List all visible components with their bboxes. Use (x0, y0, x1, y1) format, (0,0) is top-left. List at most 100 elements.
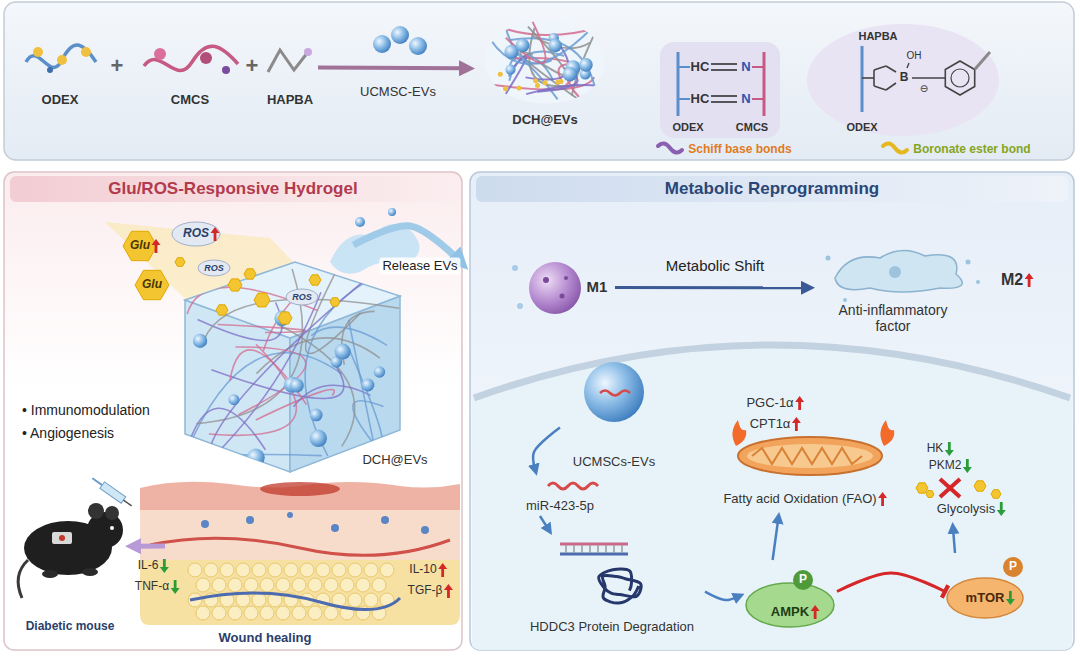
cell-illustration (517, 303, 523, 309)
mouse-figure (92, 478, 102, 485)
panel-heading: Glu/ROS-Responsive Hydrogel (108, 179, 357, 199)
hydrogel-network (535, 83, 540, 88)
cytokine-label: IL-6 (138, 559, 159, 573)
fat-tissue (196, 606, 210, 620)
skin-illustration (287, 512, 293, 518)
polymer-chain (391, 26, 409, 44)
node-label: PKM2 (929, 459, 962, 473)
hydrogel-network (263, 297, 295, 351)
glycolysis-block: HKPKM2Glycolysis (915, 440, 1040, 522)
hydrogel-network (579, 58, 593, 72)
mouse-figure (105, 506, 119, 520)
protein-coil (597, 545, 599, 553)
arrow-connector (136, 544, 165, 549)
stimulus-label: ROS (204, 263, 224, 273)
fat-tissue (252, 593, 266, 607)
cytokine-label: IL-10 (409, 563, 436, 577)
glucose-hexagon (278, 312, 292, 324)
mouse-figure (18, 560, 28, 598)
cell-illustration (512, 250, 1023, 627)
fat-tissue (292, 578, 306, 592)
hydrogel-network (533, 78, 538, 83)
trend-arrow (211, 227, 220, 241)
mouse-figure (52, 532, 72, 544)
ros-ellipse (172, 222, 318, 305)
inhibition-connector (837, 573, 945, 592)
cell-illustration (746, 583, 834, 627)
arrow-connector (318, 65, 464, 70)
polymer-name: ODEX (846, 121, 877, 134)
edge-label: Release EVs (379, 258, 460, 275)
ros-ellipse (198, 260, 230, 276)
polymer-chain (268, 50, 308, 72)
cell-illustration (738, 437, 882, 475)
cell-illustration (560, 294, 565, 299)
trend-arrow (171, 580, 180, 594)
hydrogel-network (247, 449, 265, 467)
node-label: DCH@EVs (362, 453, 427, 468)
fat-tissue (372, 578, 386, 592)
glucose-hexagon (926, 491, 934, 498)
boronate-bubble (873, 70, 875, 86)
trend-arrow (152, 227, 1034, 619)
hydrogel-network (185, 269, 399, 467)
hydrogel-network: DCH@EVs (475, 18, 615, 130)
fat-tissue (380, 563, 394, 577)
arrow-connector (615, 286, 805, 289)
cell-illustration (835, 250, 962, 292)
right-panel (476, 176, 1068, 202)
trend-arrow (152, 239, 161, 253)
hydrogel-network (516, 39, 530, 53)
glucose-hexagon (330, 298, 340, 307)
fat-tissue (252, 563, 266, 577)
schiff-base-bubble (658, 143, 682, 152)
hydrogel-network (187, 287, 317, 314)
fat-tissue (150, 538, 450, 555)
kinase-protein: PAMPK (745, 560, 837, 630)
boronate-bubble (861, 46, 864, 112)
node-label: HAPBA (267, 93, 313, 108)
bond-caption: Boronate ester bond (913, 143, 1030, 157)
trend-arrow (963, 459, 972, 473)
cell-illustration (940, 479, 960, 497)
left-panel (10, 176, 456, 202)
left-panel (4, 172, 462, 650)
cell-illustration (793, 570, 813, 590)
hydrogel-network (311, 327, 387, 345)
trend-arrow (997, 502, 1006, 516)
protein-coil (581, 545, 583, 553)
cell-illustration (564, 276, 568, 280)
mouse-figure (90, 475, 134, 509)
glucose-hexagon (254, 293, 270, 307)
skin-illustration (260, 482, 340, 496)
protein-coil (573, 545, 575, 553)
polymer-name: ODEX (672, 121, 703, 134)
hydrogel-network (374, 366, 385, 377)
glucose-hexagon (123, 231, 157, 260)
hydrogel-cube (355, 217, 365, 227)
polymer-chain (304, 48, 312, 56)
fat-tissue (244, 606, 258, 620)
mouse-figure (110, 526, 114, 530)
fat-tissue (348, 593, 362, 607)
arrow-connector (705, 592, 737, 600)
schiff-base-bubble (763, 52, 766, 116)
stimulus-label: ROS (292, 292, 312, 302)
skin-illustration (421, 526, 429, 534)
hydrogel-cube: DCH@EVs (175, 245, 430, 475)
hydrogel-network (528, 27, 567, 76)
hydrogel-network (215, 292, 321, 455)
polymer-name: HAPBA (858, 30, 897, 43)
node-label: CMCS (171, 93, 209, 108)
mouse-figure (88, 503, 104, 519)
polymer-chain (154, 48, 166, 60)
fat-tissue (308, 606, 322, 620)
fat-tissue (236, 593, 250, 607)
fat-tissue (308, 578, 322, 592)
boronate-bubble (862, 77, 874, 79)
node-label: Anti-inflammatory factor (828, 302, 958, 334)
hydrogel-network (196, 269, 302, 424)
edge-label: UCMSC-EVs (357, 84, 439, 101)
